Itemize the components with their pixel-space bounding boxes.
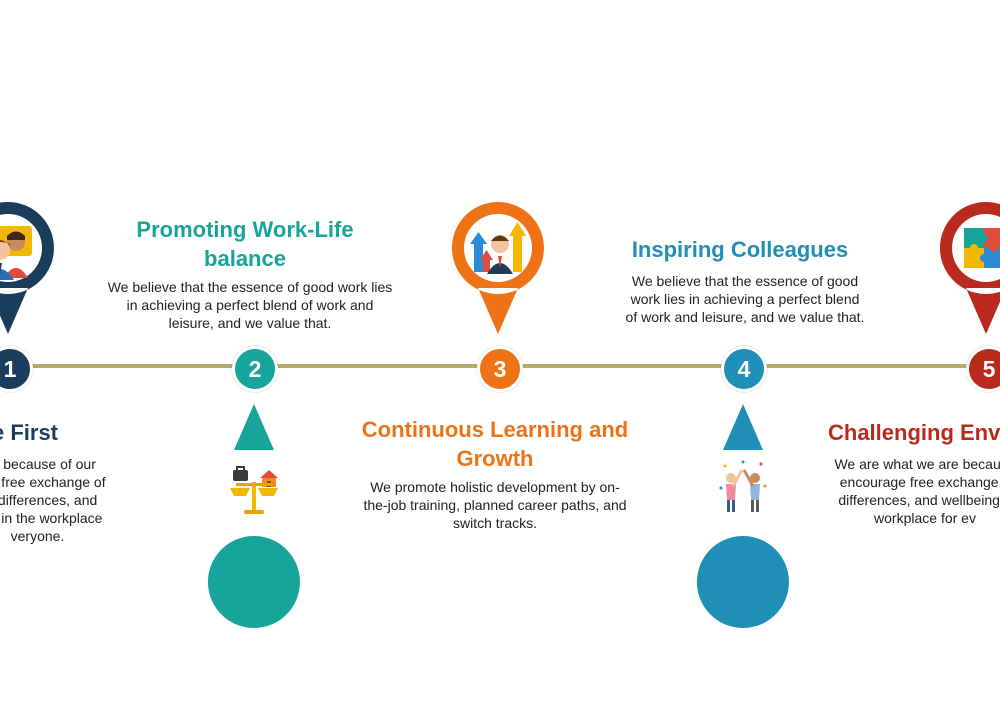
- step-4-text: We believe that the essence of good work…: [625, 273, 865, 325]
- step-4-pin: [695, 398, 791, 628]
- step-1-title: e First: [0, 420, 59, 445]
- step-5-pin: [938, 200, 1000, 340]
- step-5-number: 5: [966, 346, 1000, 392]
- step-1-text: are because of our rage free exchange of…: [0, 456, 106, 544]
- step-2-title: Promoting Work-Life balance: [136, 217, 354, 271]
- step-3-title: Continuous Learning and Growth: [361, 417, 629, 471]
- high-five-icon: [719, 460, 767, 512]
- growth-arrows-icon: [470, 222, 526, 274]
- step-5-title: Challenging Env: [828, 420, 1000, 445]
- step-2-text: We believe that the essence of good work…: [107, 279, 393, 331]
- step-2-pin: [206, 398, 302, 628]
- step-2-number: 2: [232, 346, 278, 392]
- step-5-text: We are what we are because encourage fre…: [834, 456, 1000, 526]
- step-4-number: 4: [721, 346, 767, 392]
- people-icon: [0, 226, 32, 280]
- balance-scale-icon: [230, 466, 278, 514]
- puzzle-icon: [964, 228, 1000, 268]
- step-3-text: We promote holistic development by on- t…: [363, 479, 627, 531]
- step-3-pin: [450, 200, 546, 340]
- step-3-number: 3: [477, 346, 523, 392]
- step-4-title: Inspiring Colleagues: [631, 237, 849, 262]
- step-1-pin: [0, 200, 56, 340]
- step-1-number: 1: [0, 346, 33, 392]
